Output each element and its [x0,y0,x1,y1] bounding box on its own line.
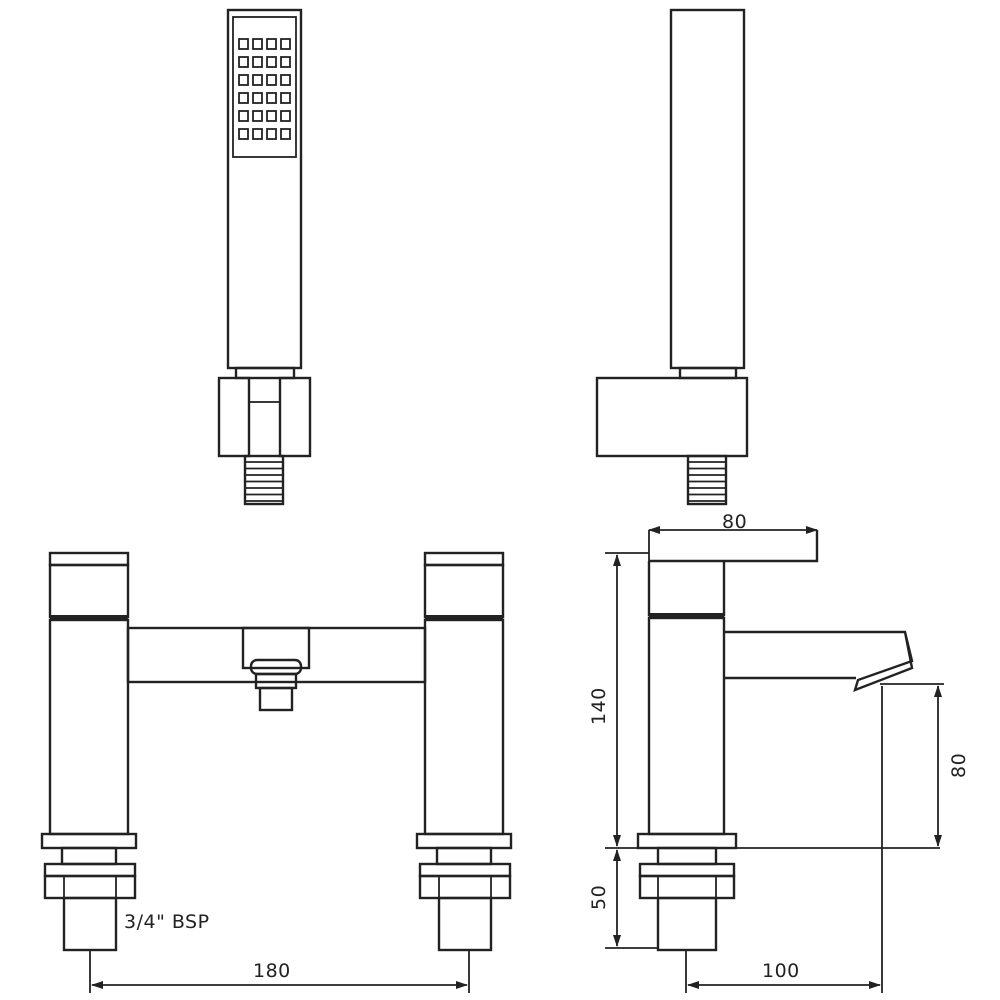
bath-filler-side-view [636,530,914,952]
spray-nozzle [238,110,249,122]
hand-shower-front-view [217,8,312,506]
left-handle [48,563,130,619]
handset-side-body [669,8,746,370]
right-shank-upper [435,846,493,866]
hose-connector [243,454,285,506]
left-flange [40,832,138,850]
holder-left-arm [217,376,251,458]
dim-spout-height-label: 80 [948,753,970,778]
spray-nozzle [280,128,291,140]
holder-centre [248,401,281,457]
spout [724,630,914,693]
right-pillar-body [423,618,505,836]
hose-outlet [258,686,294,712]
dim-projection-label: 100 [762,960,800,982]
left-nut [43,874,137,900]
spray-nozzle [238,38,249,50]
hose-thread-lines [245,461,283,502]
side-flange [636,832,738,850]
spray-nozzle [252,110,263,122]
spray-nozzle [238,74,249,86]
right-tail [437,896,493,952]
hose-thread-lines-side [688,461,726,502]
left-handle-top [48,551,130,567]
spray-nozzle [266,128,277,140]
side-tail [656,896,718,952]
dim-spout-width-label: 80 [722,511,747,533]
hand-shower-side-view [595,8,749,506]
side-nut-top [638,862,736,878]
thread-size-label: 3/4" BSP [124,911,210,933]
spray-nozzle [252,92,263,104]
spray-nozzle [252,74,263,86]
dim-body-height-label: 140 [588,687,610,725]
spray-nozzle [252,56,263,68]
right-handle [423,563,505,619]
dim-tail-length-label: 50 [588,885,610,910]
dim-centres-label: 180 [253,960,291,982]
spray-nozzle [266,92,277,104]
spray-nozzle [266,110,277,122]
spray-nozzle [280,74,291,86]
side-body [647,616,726,836]
spray-nozzle [252,38,263,50]
holder-right-arm [278,376,312,458]
spray-nozzle [280,38,291,50]
hose-connector-side [686,454,728,506]
spray-nozzle [252,128,263,140]
diverter-housing [241,626,311,670]
lever-handle [647,530,819,617]
left-shank-upper [60,846,118,866]
side-shank-upper [656,846,718,866]
spray-face-frame [232,16,297,158]
right-flange [415,832,513,850]
side-nut [638,874,736,900]
handset-side-neck [678,366,738,380]
spray-nozzle [238,128,249,140]
handset-neck [234,366,296,380]
left-nut-top [43,862,137,878]
spray-nozzle [266,74,277,86]
spray-nozzle-grid [238,38,291,140]
wall-bracket-side [595,376,749,458]
spray-nozzle [266,38,277,50]
spray-nozzle [266,56,277,68]
right-nut-top [418,862,512,878]
spray-nozzle [280,110,291,122]
left-tail [62,896,118,952]
spray-nozzle [238,56,249,68]
left-pillar-body [48,618,130,836]
spray-nozzle [280,92,291,104]
spray-nozzle [280,56,291,68]
right-handle-top [423,551,505,567]
right-nut [418,874,512,900]
dimension-lines: 80 140 80 50 180 100 [89,511,970,993]
spray-nozzle [238,92,249,104]
bath-filler-front-view: 3/4" BSP [40,551,513,952]
